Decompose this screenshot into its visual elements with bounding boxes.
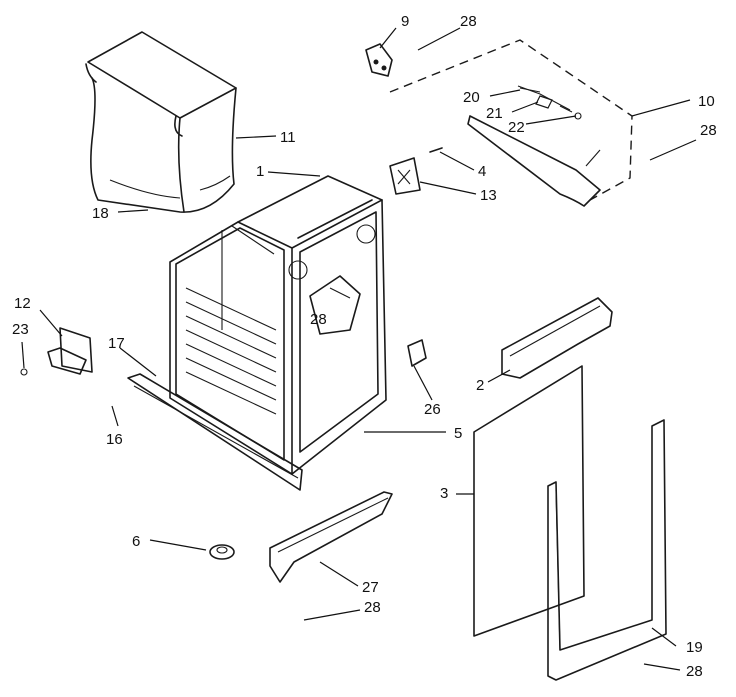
part-latch-bracket [389,147,443,195]
callout-10: 10 [698,93,715,110]
callout-19: 19 [686,639,703,656]
callout-3: 3 [440,485,448,502]
part-top-hinge [365,43,393,77]
leader-lines [21,27,697,671]
callout-4: 4 [478,163,486,180]
part-side-bracket [20,327,93,376]
callout-2: 2 [476,377,484,394]
callout-26: 26 [424,401,441,418]
callout-1: 1 [256,163,264,180]
callout-13: 13 [480,187,497,204]
part-kickplate [269,491,393,583]
callout-11: 11 [280,129,296,146]
callout-16: 16 [106,431,123,448]
callout-5: 5 [454,425,462,442]
part-clip [407,339,427,367]
callout-6: 6 [132,533,140,550]
callout-23: 23 [12,321,29,338]
part-bottom-bar [127,373,303,491]
part-spring-assembly [519,87,582,120]
callout-20: 20 [463,89,480,106]
part-grommet [209,544,235,560]
part-bag [85,31,237,213]
callout-12: 12 [14,295,31,312]
callout-27: 27 [362,579,379,596]
callout-21: 21 [486,105,503,122]
part-rail [501,297,613,379]
callout-18: 18 [92,205,109,222]
callout-22: 22 [508,119,525,136]
callout-28-bottom: 28 [364,599,381,616]
callout-labels: 9 28 10 20 21 22 28 11 1 4 13 18 12 23 2… [12,13,717,680]
part-door-frame [547,419,667,681]
part-cabinet-frame [169,175,387,475]
callout-28-mid: 28 [310,311,327,328]
callout-28-top: 28 [460,13,477,30]
part-panel [473,365,585,637]
callout-28-bottom-right: 28 [686,663,703,680]
callout-17: 17 [108,335,125,352]
callout-9: 9 [401,13,409,30]
callout-28-right: 28 [700,122,717,139]
